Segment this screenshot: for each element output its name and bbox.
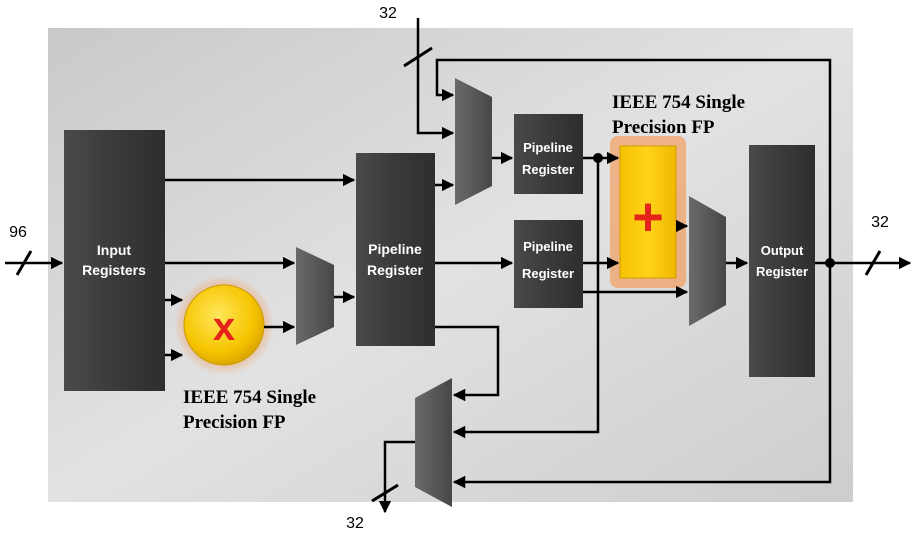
- pipeline-register-top-label-line1: Pipeline: [523, 140, 573, 155]
- bottom-bus-width-label: 32: [346, 515, 364, 532]
- pipeline-register-main-label-line1: Pipeline: [368, 241, 422, 257]
- top-bus-width-label: 32: [379, 5, 397, 22]
- output-bus-width-label: 32: [871, 214, 889, 231]
- pipeline-register-mid-label-line2: Register: [522, 266, 574, 281]
- output-register-block: Output Register: [749, 145, 815, 377]
- adder-caption-line1: IEEE 754 Single: [612, 92, 745, 113]
- mux-adder: [689, 196, 726, 326]
- pipeline-register-main-block: Pipeline Register: [356, 153, 435, 346]
- adder-unit: +: [610, 136, 686, 288]
- bus-width-slashes: [15, 46, 882, 503]
- input-registers-block: Input Registers: [64, 130, 165, 391]
- input-registers-label-line1: Input: [97, 242, 132, 258]
- multiplier-caption-line1: IEEE 754 Single: [183, 387, 316, 408]
- input-bus-width-label: 96: [9, 224, 27, 241]
- pipeline-register-mid-label-line1: Pipeline: [523, 239, 573, 254]
- multiplier-unit: x: [174, 275, 274, 375]
- mux-top: [455, 78, 492, 205]
- pipeline-register-top-block: Pipeline Register: [514, 114, 583, 194]
- adder-caption-line2: Precision FP: [612, 117, 715, 138]
- add-icon: +: [632, 187, 664, 247]
- pipeline-register-top-label-line2: Register: [522, 162, 574, 177]
- mux-multiplier: [296, 247, 334, 345]
- pipeline-register-mid-block: Pipeline Register: [514, 220, 583, 308]
- junction-dot-output: [825, 258, 835, 268]
- mux-bottom: [415, 378, 452, 507]
- junction-dot-adder: [593, 153, 603, 163]
- wires: [5, 18, 912, 514]
- pipeline-register-main-label-line2: Register: [367, 262, 424, 278]
- output-register-label-line2: Register: [756, 264, 808, 279]
- output-register-label-line1: Output: [761, 243, 804, 258]
- input-registers-label-line2: Registers: [82, 262, 146, 278]
- multiply-icon: x: [213, 305, 235, 349]
- multiplier-caption-line2: Precision FP: [183, 412, 286, 433]
